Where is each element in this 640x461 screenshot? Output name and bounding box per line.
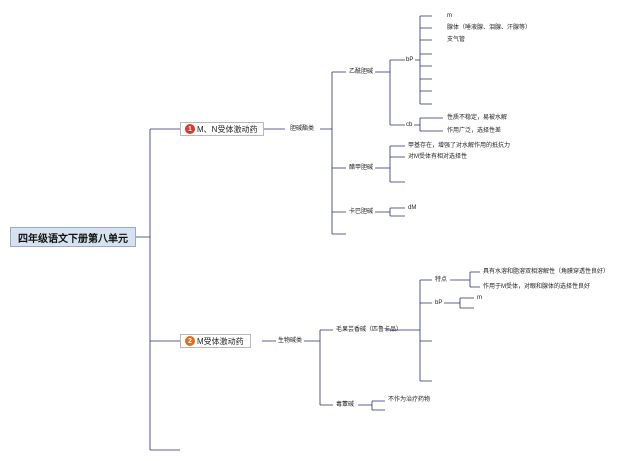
node-ach-bp[interactable]: bP	[406, 57, 414, 63]
root-topic[interactable]: 四年级语文下册第八单元	[10, 227, 136, 247]
number-badge-2: 2	[185, 336, 195, 346]
node-alkaloids[interactable]: 生物碱类	[278, 338, 303, 344]
node-methacholine[interactable]: 醋甲胆碱	[349, 165, 374, 171]
node-ach-cb-item[interactable]: 作用广泛，选择性差	[447, 128, 502, 134]
node-ach-cb[interactable]: cb	[406, 122, 413, 128]
node-ach-bp-item[interactable]: 支气管	[447, 37, 466, 43]
node-feature-item[interactable]: 具有水溶和脂溶双相溶解性（角膜穿透性良好）	[483, 269, 610, 275]
node-ach-cb-item[interactable]: 性质不稳定，易被水解	[447, 115, 508, 121]
node-methacholine-item[interactable]: 对M受体有相对选择性	[408, 154, 467, 160]
node-pilocarpine-bp-item[interactable]: m	[477, 295, 482, 301]
branch-mn-label: M、N受体激动药	[197, 124, 258, 134]
node-feature-item[interactable]: 作用于M受体，对眼和腺体的选择性良好	[483, 284, 590, 290]
node-acetylcholine[interactable]: 乙酰胆碱	[349, 69, 374, 75]
branch-m-agonists[interactable]: 2 M受体激动药	[180, 334, 251, 348]
branch-mn-agonists[interactable]: 1 M、N受体激动药	[180, 122, 265, 136]
node-ach-bp-item[interactable]: 腺体（唾液腺、泪腺、汗腺等）	[447, 25, 532, 31]
node-choline-esters[interactable]: 胆碱酯类	[290, 126, 315, 132]
node-pilocarpine[interactable]: 毛果芸香碱（匹鲁卡品）	[336, 327, 403, 333]
root-title: 四年级语文下册第八单元	[18, 233, 128, 245]
node-muscarine[interactable]: 毒蕈碱	[336, 402, 355, 408]
node-carbachol[interactable]: 卡巴胆碱	[349, 209, 374, 215]
node-pilocarpine-bp[interactable]: bP	[435, 300, 443, 306]
node-carbachol-item[interactable]: dM	[408, 205, 417, 211]
node-methacholine-item[interactable]: 甲基存在，增强了对水解作用的抵抗力	[408, 143, 511, 149]
node-pilocarpine-features[interactable]: 特点	[435, 277, 448, 283]
number-badge-1: 1	[185, 124, 195, 134]
branch-m-label: M受体激动药	[197, 336, 244, 346]
node-muscarine-item[interactable]: 不作为治疗药物	[388, 397, 431, 403]
node-ach-bp-item[interactable]: m	[447, 13, 452, 19]
